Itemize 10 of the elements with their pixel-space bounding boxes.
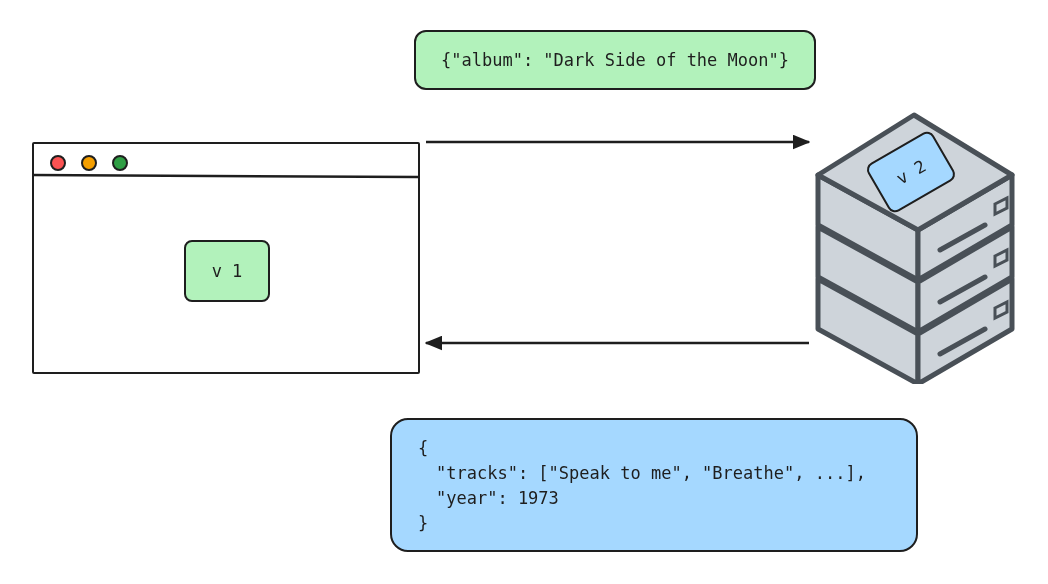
code-line: "year": 1973 (435, 486, 560, 509)
code-line: } (418, 511, 430, 534)
request-payload-box: {"album": "Dark Side of the Moon"} (414, 30, 816, 90)
code-line: "tracks": ["Speak to me", "Breathe", ...], (435, 461, 866, 484)
arrow (426, 134, 811, 150)
response-payload-box (390, 418, 918, 552)
code-line: { (418, 436, 430, 459)
arrow (424, 335, 809, 351)
version-tag: v 1 (184, 240, 270, 302)
browser-window (32, 142, 420, 374)
